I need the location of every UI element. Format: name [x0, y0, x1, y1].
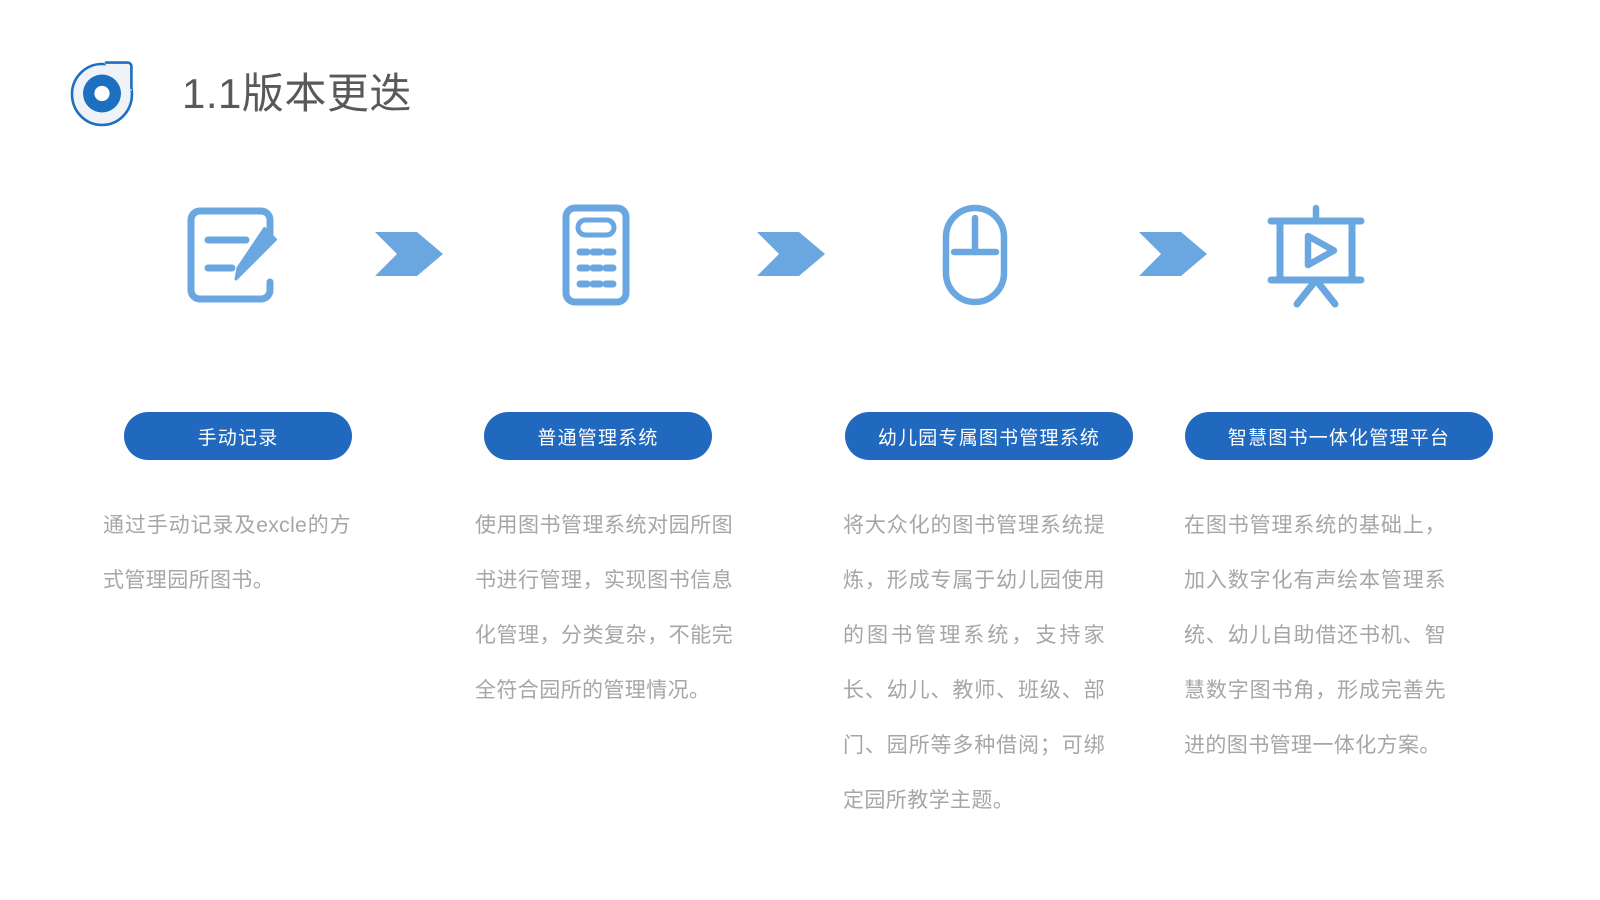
slide-header: 1.1版本更迭 — [66, 58, 412, 130]
presentation-board-play-icon — [1251, 190, 1381, 320]
ring-droplet-logo-icon — [66, 58, 138, 130]
stage-description-row: 通过手动记录及excle的方式管理园所图书。 使用图书管理系统对园所图书进行管理… — [0, 498, 1600, 828]
stage-description-kindergarten-system: 将大众化的图书管理系统提炼，形成专属于幼儿园使用的图书管理系统，支持家长、幼儿、… — [843, 514, 1105, 812]
stage-description-smart-platform: 在图书管理系统的基础上，加入数字化有声绘本管理系统、幼儿自助借还书机、智慧数字图… — [1184, 514, 1446, 757]
stage-pill-smart-platform[interactable]: 智慧图书一体化管理平台 — [1185, 412, 1493, 460]
document-edit-pencil-icon — [170, 190, 300, 320]
calculator-icon — [531, 190, 661, 320]
chevron-arrow-right-icon — [757, 228, 827, 280]
process-flow-row — [0, 190, 1600, 330]
stage-pill-kindergarten-system[interactable]: 幼儿园专属图书管理系统 — [845, 412, 1133, 460]
chevron-arrow-right-icon — [375, 228, 445, 280]
computer-mouse-icon — [910, 190, 1040, 320]
stage-description-general-system: 使用图书管理系统对园所图书进行管理，实现图书信息化管理，分类复杂，不能完全符合园… — [475, 514, 733, 702]
stage-description-manual-record: 通过手动记录及excle的方式管理园所图书。 — [103, 514, 351, 592]
stage-pill-row: 手动记录 普通管理系统 幼儿园专属图书管理系统 智慧图书一体化管理平台 — [0, 412, 1600, 462]
page-title: 1.1版本更迭 — [182, 70, 412, 117]
stage-pill-manual-record[interactable]: 手动记录 — [124, 412, 352, 460]
stage-pill-general-system[interactable]: 普通管理系统 — [484, 412, 712, 460]
chevron-arrow-right-icon — [1139, 228, 1209, 280]
